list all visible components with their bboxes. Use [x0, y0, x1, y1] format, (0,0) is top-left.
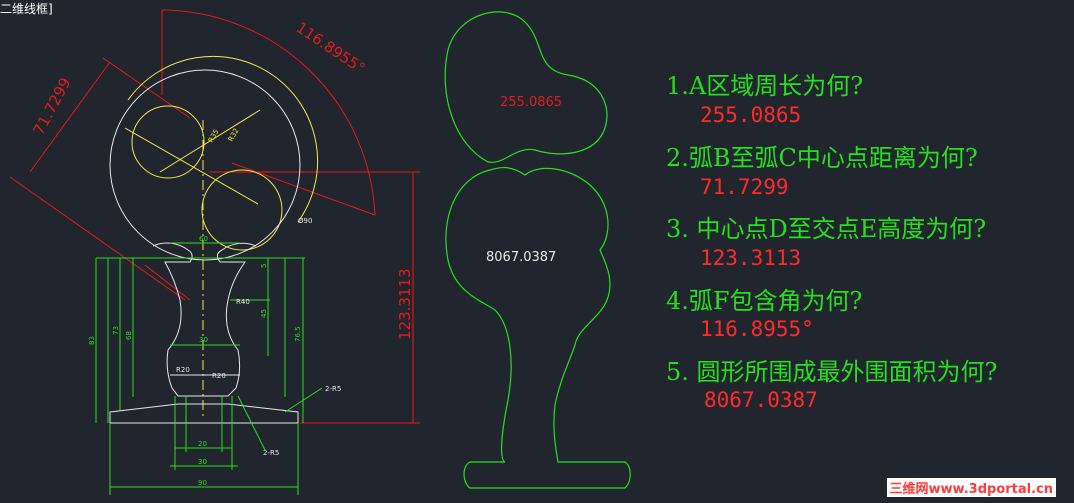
dim-r20-left: R20 [176, 366, 190, 374]
red-dist-dim [29, 61, 111, 173]
dim-h76: 76.5 [294, 326, 302, 342]
profile-outline [152, 242, 257, 397]
yellow-arc [127, 55, 319, 223]
question-2: 2.弧B至弧C中心点距离为何? [666, 144, 978, 172]
region-a-outline [444, 11, 608, 163]
region-shapes [444, 11, 631, 489]
left-technical-drawing: 116.8955° 71.7299 123.3113 R35 R32 Ø90 6… [9, 9, 420, 495]
yellow-diag-2 [159, 109, 261, 173]
dim-h5: 5 [260, 264, 268, 268]
dim-h68: 68 [125, 331, 133, 340]
dim-r20-right: R20 [212, 372, 226, 380]
dim-arc-angle: 116.8955° [293, 18, 369, 77]
yellow-circle-c [201, 169, 283, 251]
dim-w20: 20 [198, 440, 207, 448]
answer-1: 255.0865 [700, 103, 802, 127]
red-leader [144, 264, 191, 301]
dim-h83: 83 [88, 336, 96, 345]
dim-chamfer-top: 2-R5 [325, 385, 341, 393]
dim-diameter: Ø90 [298, 217, 312, 225]
dim-height-total: 123.3113 [396, 268, 414, 340]
question-4: 4.弧F包含角为何? [666, 287, 863, 315]
dim-arc-distance: 71.7299 [30, 75, 75, 138]
region-b-outline [445, 167, 631, 489]
yellow-diag-1 [124, 127, 259, 205]
dim-h45: 45 [260, 309, 268, 318]
answer-3: 123.3113 [700, 246, 802, 270]
region-b-label: 8067.0387 [486, 250, 556, 265]
dim-r40: R40 [236, 298, 250, 306]
answer-2: 71.7299 [700, 175, 789, 199]
dim-width-top: 60 [199, 235, 208, 243]
answer-5: 8067.0387 [704, 388, 818, 412]
yellow-circle-b [131, 105, 205, 179]
question-3: 3. 中心点D至交点E高度为何? [666, 215, 987, 243]
outer-circle [109, 69, 301, 261]
answer-4: 116.8955° [700, 317, 814, 341]
region-a-label: 255.0865 [500, 95, 562, 110]
red-dist-line-a [102, 57, 191, 119]
red-dist-line-b [9, 176, 186, 301]
question-1: 1.A区域周长为何? [666, 72, 864, 100]
arc-f-red [161, 9, 376, 216]
dim-w30-mid: 30 [199, 336, 208, 344]
dim-w90: 90 [198, 479, 207, 487]
green-dimensions [95, 242, 323, 495]
question-5: 5. 圆形所围成最外围面积为何? [666, 358, 998, 386]
watermark: 三维网www.3dportal.cn [886, 478, 1056, 497]
dim-chamfer-bottom: 2-R5 [263, 449, 279, 457]
base-outline [109, 403, 299, 424]
dim-w30-bottom: 30 [198, 458, 207, 466]
viewport-label[interactable]: 二维线框] [0, 2, 53, 16]
dim-h73: 73 [112, 326, 120, 335]
red-radius-line-2 [231, 162, 376, 216]
